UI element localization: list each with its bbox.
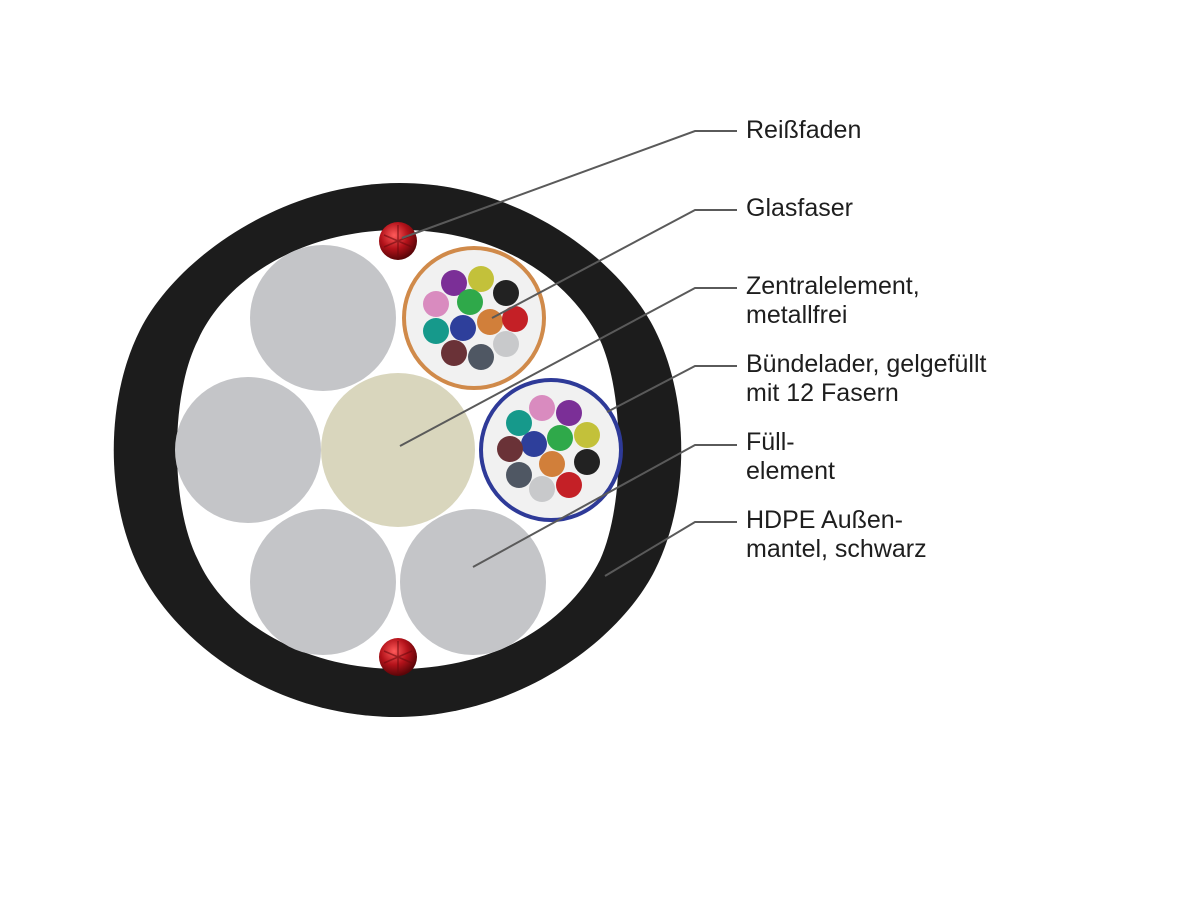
fiber: [468, 344, 494, 370]
fiber: [506, 410, 532, 436]
fiber: [457, 289, 483, 315]
label-ripcord-line-1: Reißfaden: [746, 116, 861, 144]
label-loose-tube-line-1: Bündelader, gelgefüllt: [746, 350, 987, 378]
label-loose-tube-line-2: mit 12 Fasern: [746, 379, 899, 407]
label-central-member-line-2: metallfrei: [746, 301, 847, 329]
leader-line-central-member: [399, 287, 737, 447]
fiber: [539, 451, 565, 477]
filler-element-bottom-left: [250, 509, 396, 655]
fiber: [493, 280, 519, 306]
fiber: [497, 436, 523, 462]
label-jacket-line-1: HDPE Außen-: [746, 506, 903, 534]
loose-tube-orange: [402, 246, 546, 390]
leader-line-ripcord: [401, 130, 737, 239]
label-loose-tube: Bündelader, gelgefüllt mit 12 Fasern: [746, 350, 993, 407]
fiber: [477, 309, 503, 335]
leader-line-jacket: [604, 521, 737, 577]
fiber: [521, 431, 547, 457]
fiber: [506, 462, 532, 488]
label-filler: Füll- element: [746, 428, 835, 485]
fiber: [529, 476, 555, 502]
filler-element-top-left: [250, 245, 396, 391]
fiber: [502, 306, 528, 332]
leader-line-filler: [472, 444, 737, 568]
filler-element-left: [175, 377, 321, 523]
fiber: [529, 395, 555, 421]
loose-tube-blue: [479, 378, 623, 522]
label-jacket-line-2: mantel, schwarz: [746, 535, 927, 563]
label-central-member: Zentralelement, metallfrei: [746, 272, 927, 329]
label-fiber: Glasfaser: [746, 194, 853, 222]
fiber: [574, 449, 600, 475]
central-member: [321, 373, 475, 527]
fiber: [450, 315, 476, 341]
fiber: [556, 400, 582, 426]
fiber: [423, 318, 449, 344]
label-ripcord: Reißfaden: [746, 116, 861, 144]
label-fiber-line-1: Glasfaser: [746, 194, 853, 222]
fiber: [441, 340, 467, 366]
leader-line-loose-tube: [606, 365, 737, 413]
fiber: [574, 422, 600, 448]
fiber: [468, 266, 494, 292]
fiber: [441, 270, 467, 296]
fiber-bundle-orange: [423, 266, 528, 370]
leader-lines: [399, 130, 737, 577]
label-filler-line-2: element: [746, 457, 835, 485]
label-filler-line-1: Füll-: [746, 428, 795, 456]
fiber: [556, 472, 582, 498]
filler-element-bottom-right: [400, 509, 546, 655]
label-jacket: HDPE Außen- mantel, schwarz: [746, 506, 927, 563]
label-central-member-line-1: Zentralelement,: [746, 272, 920, 300]
fiber: [423, 291, 449, 317]
fiber-bundle-blue: [497, 395, 600, 502]
leader-line-fiber: [491, 209, 737, 319]
fiber: [547, 425, 573, 451]
fiber: [493, 331, 519, 357]
